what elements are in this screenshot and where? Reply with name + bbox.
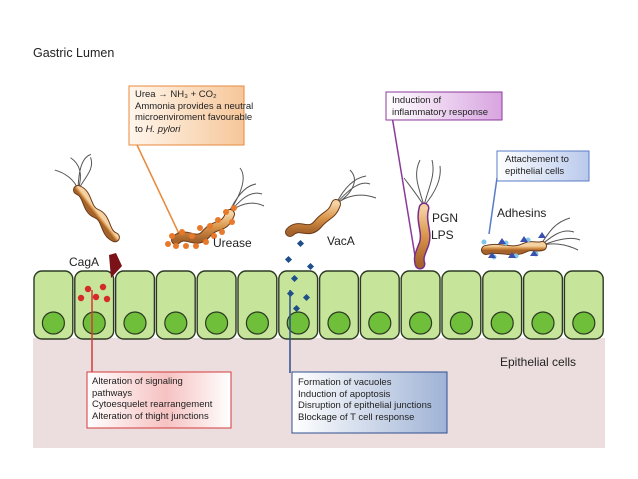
- adhesin-connector-line: [488, 177, 498, 235]
- inflammation-connector-line: [390, 109, 417, 263]
- bacterium-urease: [171, 167, 265, 245]
- species-name: H. pylori: [145, 123, 181, 135]
- vaca-box-text: Formation of vacuoles Induction of apopt…: [298, 377, 432, 423]
- vaca-box-bg: [291, 371, 448, 434]
- cell-nucleus: [123, 311, 147, 335]
- inflammation-box-bg: [385, 91, 503, 121]
- adhesin-molecules: [481, 232, 546, 260]
- gastric-lumen-label: Gastric Lumen: [33, 46, 115, 60]
- cell-nucleus: [286, 311, 310, 335]
- urease-label: Urease: [213, 236, 252, 250]
- vaca-box-line3: Disruption of epithelial junctions: [298, 400, 432, 411]
- urease-enzyme-dots: [165, 205, 237, 249]
- cell-nucleus: [41, 311, 66, 335]
- adhesin-box-text: Attachement to epithelial cells: [505, 154, 569, 177]
- inflammation-box-text: Induction of inflammatory response: [392, 95, 488, 118]
- caga-box-text: Alteration of signaling pathways Cytoesq…: [92, 376, 212, 422]
- cell-nucleus: [245, 311, 269, 335]
- epithelial-cells-label: Epithelial cells: [500, 355, 577, 369]
- cell-nucleus: [449, 311, 473, 335]
- bacterium-vaca: [285, 169, 377, 237]
- caga-injection-needle: [109, 253, 122, 278]
- cell-nucleus: [82, 311, 106, 335]
- inflammation-box-line2: inflammatory response: [392, 106, 489, 118]
- vaca-box-line1: Formation of vacuoles: [298, 377, 392, 388]
- cell-nucleus: [368, 311, 392, 335]
- vaca-box-line4: Blockage of T cell response: [298, 411, 415, 423]
- caga-box-line2: pathways: [92, 387, 133, 399]
- cell-nucleus: [164, 311, 188, 335]
- caga-label: CagA: [69, 255, 100, 269]
- urease-box-text: Urea → NH₃ + CO₂ Ammonia provides a neut…: [135, 89, 253, 135]
- urease-box-line1: Urea → NH₃ + CO₂: [135, 89, 217, 100]
- lps-label: LPS: [431, 228, 454, 242]
- adhesins-label: Adhesins: [497, 206, 547, 220]
- pgn-label: PGN: [432, 211, 459, 225]
- bacterium-adhesins: [481, 217, 581, 256]
- urease-box-line2: Ammonia provides a neutral: [135, 100, 254, 112]
- bacterium-caga: [54, 154, 120, 243]
- cell-nucleus: [531, 311, 555, 335]
- adhesin-box-line2: epithelial cells: [505, 165, 565, 177]
- adhesin-box-line1: Attachement to: [505, 154, 569, 165]
- epithelial-cell-layer: [33, 270, 604, 340]
- urease-box-line4: to H. pylori: [135, 124, 253, 136]
- vaca-toxin-diamonds: [284, 239, 315, 313]
- urease-box-bg: [128, 85, 245, 146]
- caga-box-bg: [86, 371, 232, 429]
- caga-box-line1: Alteration of signaling: [92, 376, 183, 387]
- cell-nucleus: [327, 311, 351, 335]
- caga-box-line3: Cytoesquelet rearrangement: [92, 399, 213, 410]
- cell-nucleus: [409, 311, 433, 335]
- bacterium-pgn-lps: [403, 159, 441, 270]
- cell-nucleus: [572, 311, 596, 335]
- caga-box-line4: Alteration of thight junctions: [92, 410, 209, 422]
- urease-box-line4-prefix: to: [135, 123, 146, 135]
- adhesin-box-bg: [496, 150, 590, 182]
- urease-connector-line: [136, 144, 183, 241]
- vaca-box-line2: Induction of apoptosis: [298, 388, 391, 400]
- cell-nucleus: [205, 311, 229, 335]
- vaca-label: VacA: [327, 234, 355, 248]
- caga-protein-dots: [77, 283, 111, 303]
- inflammation-box-line1: Induction of: [392, 95, 442, 106]
- urease-box-line3: microenviroment favourable: [135, 112, 253, 123]
- cell-nucleus: [490, 311, 514, 335]
